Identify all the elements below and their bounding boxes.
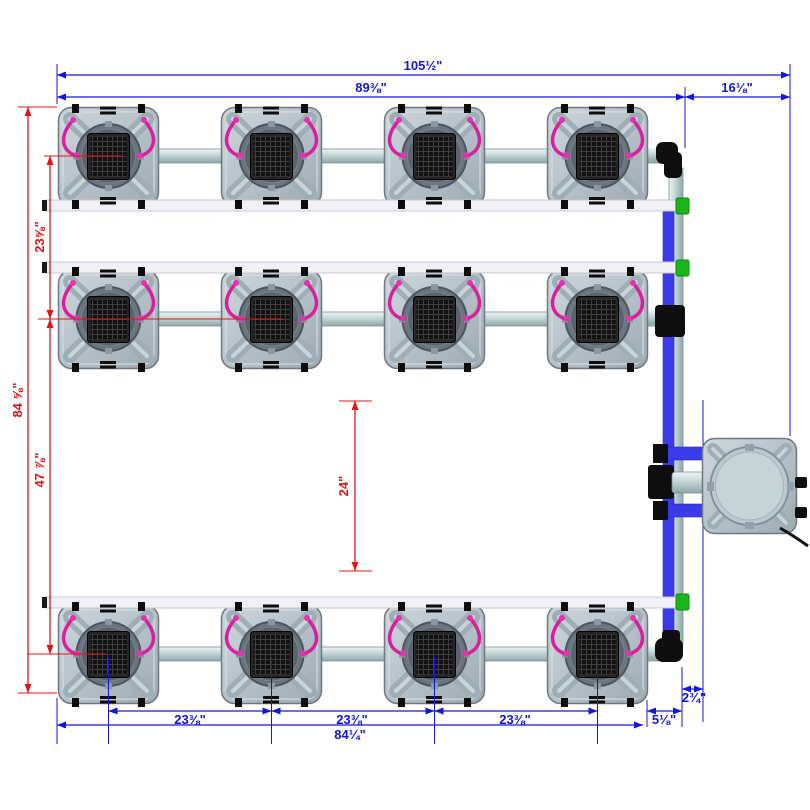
dim-walkway: 24" xyxy=(336,400,372,572)
pipe-fitting xyxy=(653,444,668,463)
reservoir-feed-pipe xyxy=(665,503,707,518)
elbow-fitting xyxy=(662,630,680,646)
dimensions-red: 84 ⅝" 23⅝" 47 ⅞" 24" xyxy=(10,106,372,694)
grow-bucket xyxy=(548,104,648,209)
dim-total-depth: 84 ⅝" xyxy=(10,107,32,693)
vertical-manifold xyxy=(662,167,684,646)
dim-walkway-label: 24" xyxy=(336,476,351,497)
reservoir-feed-pipe xyxy=(665,446,707,461)
dim-row-spacing-front-label: 23⅝" xyxy=(32,221,47,252)
manifold-fittings xyxy=(655,142,685,662)
power-cord xyxy=(779,526,809,548)
dimensions-blue: 105½" 89⅜" 16⅛" 23⅜" 23⅜" 23⅜" xyxy=(56,58,791,744)
green-valve-fitting xyxy=(675,259,690,277)
grow-bucket xyxy=(385,104,485,209)
grow-bucket xyxy=(548,267,648,372)
dim-reservoir-width: 16⅛" xyxy=(685,80,790,101)
dim-system-width-label: 89⅜" xyxy=(355,80,386,95)
dim-reservoir-gap-label: 2¾" xyxy=(682,690,706,705)
lid-clips xyxy=(72,197,634,613)
dim-manifold-offset-label: 5⅛" xyxy=(652,712,676,727)
dim-total-width: 105½" xyxy=(57,58,790,79)
dim-row-spacing-back: 47 ⅞" xyxy=(32,319,54,654)
grow-bucket xyxy=(222,104,322,209)
dim-row-length: 84¼" xyxy=(57,721,643,742)
pump-fitting xyxy=(648,465,674,499)
dim-row-spacing-back-label: 47 ⅞" xyxy=(32,452,47,487)
dim-row-length-label: 84¼" xyxy=(334,727,365,742)
dim-total-width-label: 105½" xyxy=(404,58,443,73)
dim-manifold-offset: 5⅛" xyxy=(647,707,682,727)
dim-reservoir-gap: 2¾" xyxy=(682,685,706,705)
dim-system-width: 89⅜" xyxy=(57,80,685,101)
grow-bucket xyxy=(385,267,485,372)
return-lines xyxy=(42,199,687,609)
dim-reservoir-width-label: 16⅛" xyxy=(721,80,752,95)
tee-fitting xyxy=(655,305,685,337)
reservoir-port xyxy=(795,507,807,518)
dim-row-spacing-front: 23⅝" xyxy=(32,156,54,319)
reservoir-port xyxy=(795,477,807,488)
green-valve-fitting xyxy=(675,197,690,215)
dim-total-depth-label: 84 ⅝" xyxy=(10,382,25,417)
elbow-fitting xyxy=(664,152,682,178)
row-manifold-pipes xyxy=(99,148,663,662)
valve-fittings xyxy=(675,197,690,611)
pipe-fitting xyxy=(653,501,668,520)
reservoir xyxy=(703,439,797,534)
green-valve-fitting xyxy=(675,593,690,611)
pump-stub-pipe xyxy=(671,471,705,494)
reservoir-assembly xyxy=(648,439,809,548)
